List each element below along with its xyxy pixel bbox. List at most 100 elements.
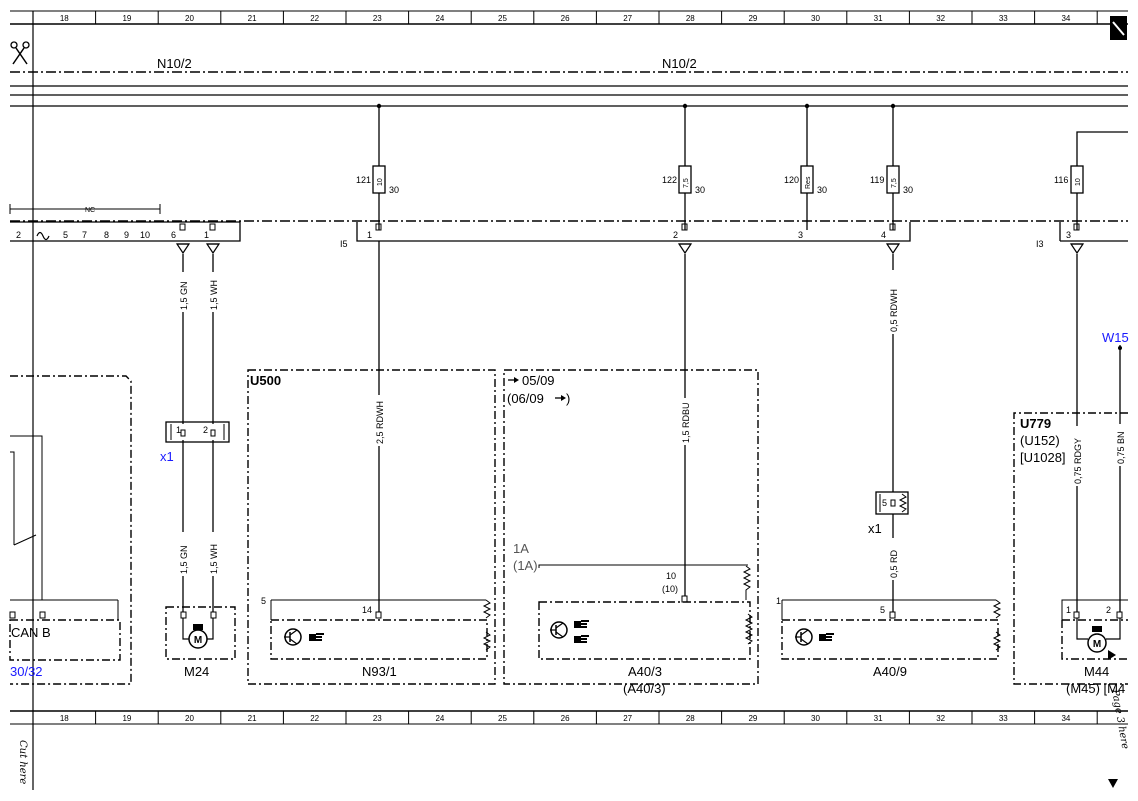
svg-text:30/32: 30/32 [10,664,43,679]
svg-text:M24: M24 [184,664,209,679]
wire-label: 0,5 RDWH [889,289,899,332]
ruler-column-label: 31 [874,14,883,23]
scissors-icon [10,41,30,65]
svg-text:116: 116 [1054,175,1068,185]
ruler-column-label: 24 [435,714,444,723]
svg-text:10: 10 [1075,178,1082,186]
ruler-column-label: 23 [373,714,382,723]
svg-text:5: 5 [63,230,68,240]
ruler-column-label: 19 [122,14,131,23]
ruler-column-label: 34 [1061,14,1070,23]
svg-text:U500: U500 [250,373,281,388]
svg-text:x1: x1 [868,521,882,536]
svg-text:1: 1 [367,230,372,240]
fuse-120: 120 Res 30 [784,165,827,195]
transistor-icon [549,621,568,639]
a40-9-module: 1 5 A40/9 [776,596,1002,679]
ruler-column-label: 22 [310,714,319,723]
svg-text:1: 1 [776,596,781,606]
svg-text:2: 2 [673,230,678,240]
svg-text:A40/3: A40/3 [628,664,662,679]
wire-label: 1,5 WH [209,280,219,310]
wire-label: 0,75 RDGY [1073,438,1083,484]
svg-text:[U1028]: [U1028] [1020,450,1066,465]
svg-text:NC: NC [85,207,95,214]
svg-text:N93/1: N93/1 [362,664,397,679]
svg-text:CAN B: CAN B [11,625,51,640]
svg-text:I3: I3 [1036,239,1044,249]
svg-text:30: 30 [695,185,705,195]
svg-text:7: 7 [82,230,87,240]
svg-text:M44: M44 [1084,664,1109,679]
svg-text:8: 8 [104,230,109,240]
svg-text:2: 2 [16,230,21,240]
svg-text:Res: Res [805,176,812,189]
wire-label: 1,5 WH [209,544,219,574]
svg-text:120: 120 [784,175,799,185]
ruler-column-label: 33 [999,714,1008,723]
ruler-column-label: 30 [811,14,820,23]
svg-text:5: 5 [880,605,885,615]
svg-text:(10): (10) [662,584,678,594]
ruler-column-label: 34 [1061,714,1070,723]
svg-text:(1A): (1A) [513,558,538,573]
page-note: Page 3 here [1109,688,1130,750]
x1-left-connector: 1 2 x1 [160,421,230,464]
wire-label: 0,75 BN [1116,431,1126,464]
cut-here-note: Cut here [17,740,28,784]
ruler-column-label: 27 [623,14,632,23]
pointing-hand-icon [574,620,589,628]
page-note-arrow [1108,779,1118,788]
fuse-122: 122 7,5 30 [662,165,705,195]
page-corner-icon [1110,16,1127,40]
m24-module: M24 [165,606,236,679]
svg-text:119: 119 [870,175,884,185]
wire-label: 1,5 RDBU [681,402,691,443]
ruler-column-label: 24 [435,14,444,23]
fuse-119: 119 7,5 30 [870,165,913,195]
ruler-column-label: 23 [373,14,382,23]
i3-connector: I3 3 [1036,222,1128,249]
transistor-icon [794,628,813,646]
fuse-feeds [378,106,1078,230]
svg-text:7,5: 7,5 [683,178,690,188]
ruler-column-label: 20 [185,714,194,723]
ruler-column-label: 20 [185,14,194,23]
ruler-column-label: 19 [122,714,131,723]
wire-label: 1,5 GN [179,545,189,574]
svg-text:05/09: 05/09 [522,373,555,388]
transistor-icon [283,628,302,646]
ruler-column-label: 22 [310,14,319,23]
ruler-column-label: 30 [811,714,820,723]
svg-text:122: 122 [662,175,677,185]
ruler-column-label: 28 [686,714,695,723]
svg-text:30: 30 [903,185,913,195]
corner-arrow [1108,650,1116,660]
bus-feed-right [1076,131,1128,170]
svg-text:6: 6 [171,230,176,240]
svg-text:2: 2 [203,425,208,435]
ruler-column-label: 31 [874,714,883,723]
svg-text:I5: I5 [340,239,348,249]
fuse-116: 116 10 [1054,165,1084,194]
svg-text:1: 1 [204,230,209,240]
svg-text:1A: 1A [513,541,529,556]
ruler-column-label: 28 [686,14,695,23]
svg-text:): ) [566,391,570,406]
svg-text:(U152): (U152) [1020,433,1060,448]
svg-text:1: 1 [176,425,181,435]
svg-text:30: 30 [389,185,399,195]
i5-connector: I5 1 2 3 4 [340,222,911,249]
ruler-column-label: 21 [248,14,257,23]
ruler-column-label: 26 [561,14,570,23]
fuse-121: 121 10 30 [356,165,399,195]
wire-label: 1,5 GN [179,281,189,310]
connector-arrows [176,243,1084,254]
ruler-column-label: 32 [936,14,945,23]
bus-label-left: N10/2 [157,56,192,71]
ruler-column-label: 27 [623,714,632,723]
pointing-hand-icon [309,633,324,641]
ruler-column-label: 26 [561,714,570,723]
